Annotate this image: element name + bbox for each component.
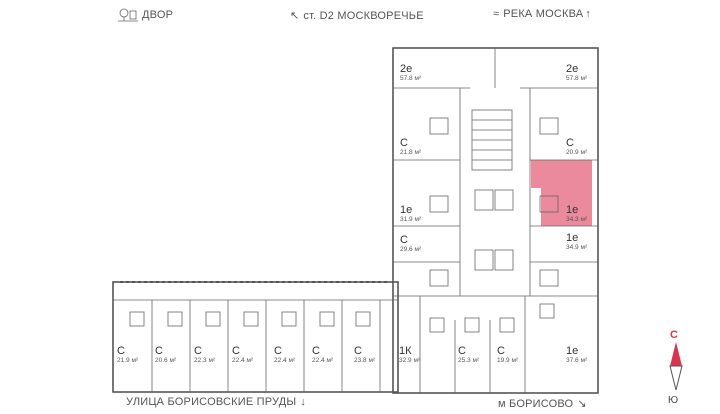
unit-area: 25.3 м² (458, 357, 480, 364)
selected-unit-fill (531, 160, 592, 226)
courtyard-label: ДВОР (117, 8, 173, 22)
unit-area: 21.9 м² (117, 357, 139, 364)
compass-north-label: С (670, 329, 678, 341)
compass-icon (669, 342, 683, 391)
unit-type: 2е (566, 63, 579, 75)
unit-area: 29.6 м² (400, 246, 422, 253)
unit-type: С (354, 345, 362, 357)
unit-type: С (117, 345, 125, 357)
arrow-up-icon: ↑ (585, 8, 592, 20)
metro-label: м БОРИСОВО↘ (498, 397, 587, 410)
arrow-up-left-icon: ↖ (290, 10, 300, 22)
station-label: ↖ст. D2 МОСКВОРЕЧЬЕ (290, 9, 424, 22)
unit-area: 57.8 м² (400, 75, 422, 82)
unit-area: 22.4 м² (232, 357, 254, 364)
unit-area: 32.9 м² (399, 357, 421, 364)
unit-type: С (497, 345, 505, 357)
street-label: УЛИЦА БОРИСОВСКИЕ ПРУДЫ↓ (126, 396, 306, 408)
compass-south-label: Ю (668, 395, 679, 406)
unit-type: С (566, 137, 574, 149)
tree-icon (118, 8, 138, 22)
unit-area: 34.3 м² (566, 216, 588, 223)
unit-area: 22.4 м² (274, 357, 296, 364)
unit-type: 1е (566, 345, 579, 357)
unit-type: 1К (399, 345, 412, 357)
unit-area: 34.9 м² (566, 244, 588, 251)
unit-type: 2е (400, 63, 413, 75)
unit-area: 31.9 м² (400, 216, 422, 223)
unit-type: С (400, 234, 408, 246)
unit-type: С (232, 345, 240, 357)
wave-icon: ≈ (493, 8, 500, 20)
unit-area: 22.4 м² (312, 357, 334, 364)
street-text: УЛИЦА БОРИСОВСКИЕ ПРУДЫ (126, 396, 297, 408)
unit-area: 21.8 м² (400, 149, 422, 156)
metro-text: м БОРИСОВО (498, 398, 574, 410)
unit-area: 23.8 м² (354, 357, 376, 364)
unit-type: С (194, 345, 202, 357)
arrow-down-icon: ↓ (300, 396, 307, 408)
unit-area: 57.8 м² (566, 75, 588, 82)
courtyard-text: ДВОР (142, 8, 174, 21)
unit-type: С (155, 345, 163, 357)
river-text: РЕКА МОСКВА (503, 8, 584, 20)
unit-type: 1е (400, 204, 413, 216)
unit-area: 20.6 м² (155, 357, 177, 364)
unit-type: С (274, 345, 282, 357)
unit-area: 19.9 м² (497, 357, 519, 364)
unit-area: 37.6 м² (566, 357, 588, 364)
river-label: ≈РЕКА МОСКВА↑ (493, 8, 591, 20)
unit-type: 1е (566, 232, 579, 244)
unit-type: С (312, 345, 320, 357)
station-text: ст. D2 МОСКВОРЕЧЬЕ (303, 10, 424, 22)
unit-type: С (400, 137, 408, 149)
unit-area: 20.9 м² (566, 149, 588, 156)
unit-type: С (458, 345, 466, 357)
unit-area: 22.3 м² (194, 357, 216, 364)
unit-type: 1е (566, 204, 579, 216)
arrow-down-right-icon: ↘ (577, 398, 587, 410)
